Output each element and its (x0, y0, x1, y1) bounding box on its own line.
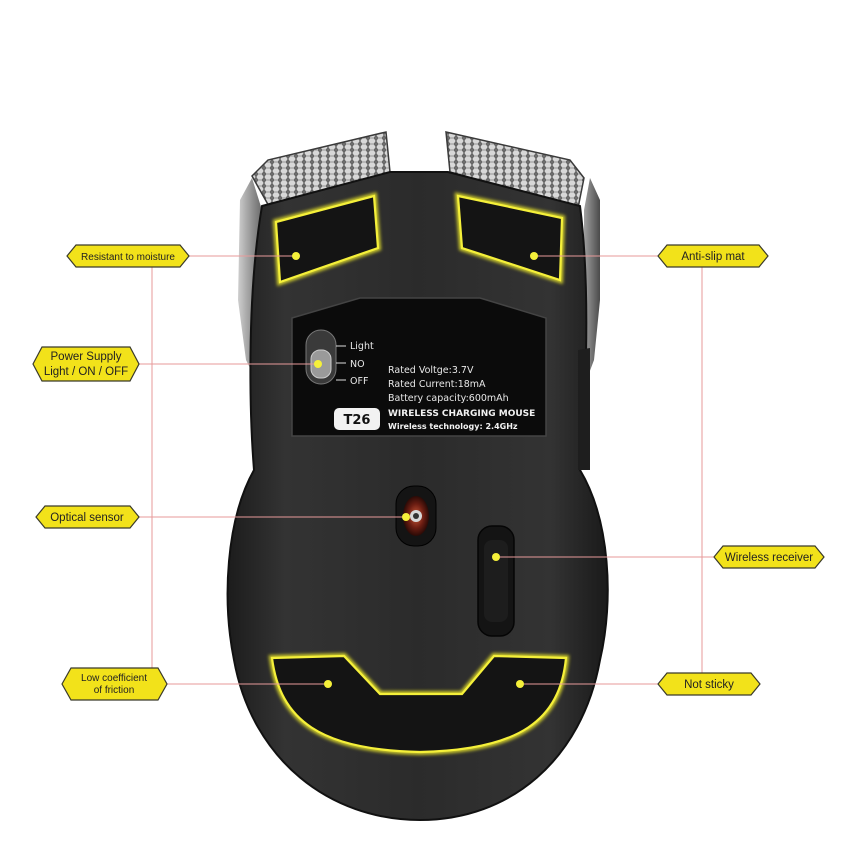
switch-light-label: Light (350, 341, 374, 352)
switch-on-label: NO (350, 359, 365, 370)
receiver-slot (477, 525, 515, 637)
rated-voltage: Rated Voltge:3.7V (388, 365, 474, 376)
label-resistant-to-moisture: Resistant to moisture (81, 252, 175, 263)
callout-wireless-receiver: Wireless receiver (713, 545, 825, 569)
label-low-coefficient: Low coefficient (81, 673, 147, 684)
leader-lines (138, 255, 716, 685)
callout-anti-slip-mat: Anti-slip mat (657, 244, 769, 268)
rated-current: Rated Current:18mA (388, 379, 486, 390)
product-name: WIRELESS CHARGING MOUSE (388, 409, 535, 419)
wireless-technology: Wireless technology: 2.4GHz (388, 422, 518, 431)
model-badge (334, 408, 380, 430)
label-of-friction: of friction (94, 685, 135, 696)
label-not-sticky: Not sticky (684, 679, 734, 691)
label-plate: Light NO OFF Rated Voltge:3.7V Rated Cur… (291, 297, 547, 437)
label-optical-sensor: Optical sensor (50, 512, 124, 524)
optical-sensor (395, 485, 437, 547)
label-power-supply: Power Supply (51, 351, 122, 363)
switch-off-label: OFF (350, 376, 368, 387)
battery-capacity: Battery capacity:600mAh (388, 393, 509, 404)
callout-points (292, 252, 538, 688)
label-anti-slip-mat: Anti-slip mat (681, 251, 745, 263)
callout-low-friction: Low coefficient of friction (61, 667, 168, 701)
model-name: T26 (344, 413, 371, 428)
callout-resistant-to-moisture: Resistant to moisture (66, 244, 190, 268)
callout-power-supply: Power Supply Light / ON / OFF (32, 346, 140, 382)
label-power-modes: Light / ON / OFF (44, 366, 128, 378)
top-left-foot (272, 192, 382, 287)
bottom-foot (268, 652, 570, 756)
callout-not-sticky: Not sticky (657, 672, 761, 696)
callout-optical-sensor: Optical sensor (35, 505, 140, 529)
label-wireless-receiver: Wireless receiver (725, 552, 813, 564)
